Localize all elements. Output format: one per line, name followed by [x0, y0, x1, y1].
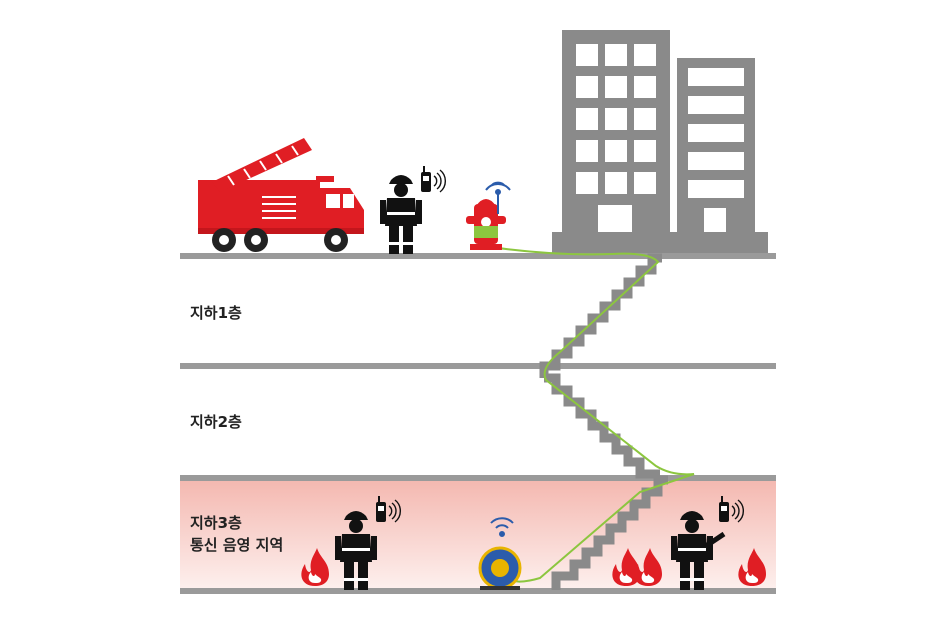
radio-icon: [420, 165, 447, 193]
floor-label-b2: 지하2층: [190, 413, 242, 431]
floor-lines: [180, 253, 776, 594]
firefighter-icon: [380, 175, 422, 254]
building-icon: [552, 30, 768, 254]
shadow-zone: [180, 480, 776, 590]
floor-label-b1: 지하1층: [190, 304, 242, 322]
hose-nozzle: [704, 531, 726, 549]
shadow-zone-label: 통신 음영 지역: [190, 536, 284, 554]
wifi-signal-icon: [485, 181, 511, 214]
cable-reel-icon: [478, 546, 522, 590]
wifi-signal-icon: [490, 517, 514, 537]
cable-line: [497, 247, 695, 583]
floor-label-b3: 지하3층: [190, 514, 242, 532]
staircase-icon: [539, 253, 668, 590]
fire-truck-icon: [198, 138, 364, 252]
fire-hydrant-icon: [466, 199, 506, 250]
